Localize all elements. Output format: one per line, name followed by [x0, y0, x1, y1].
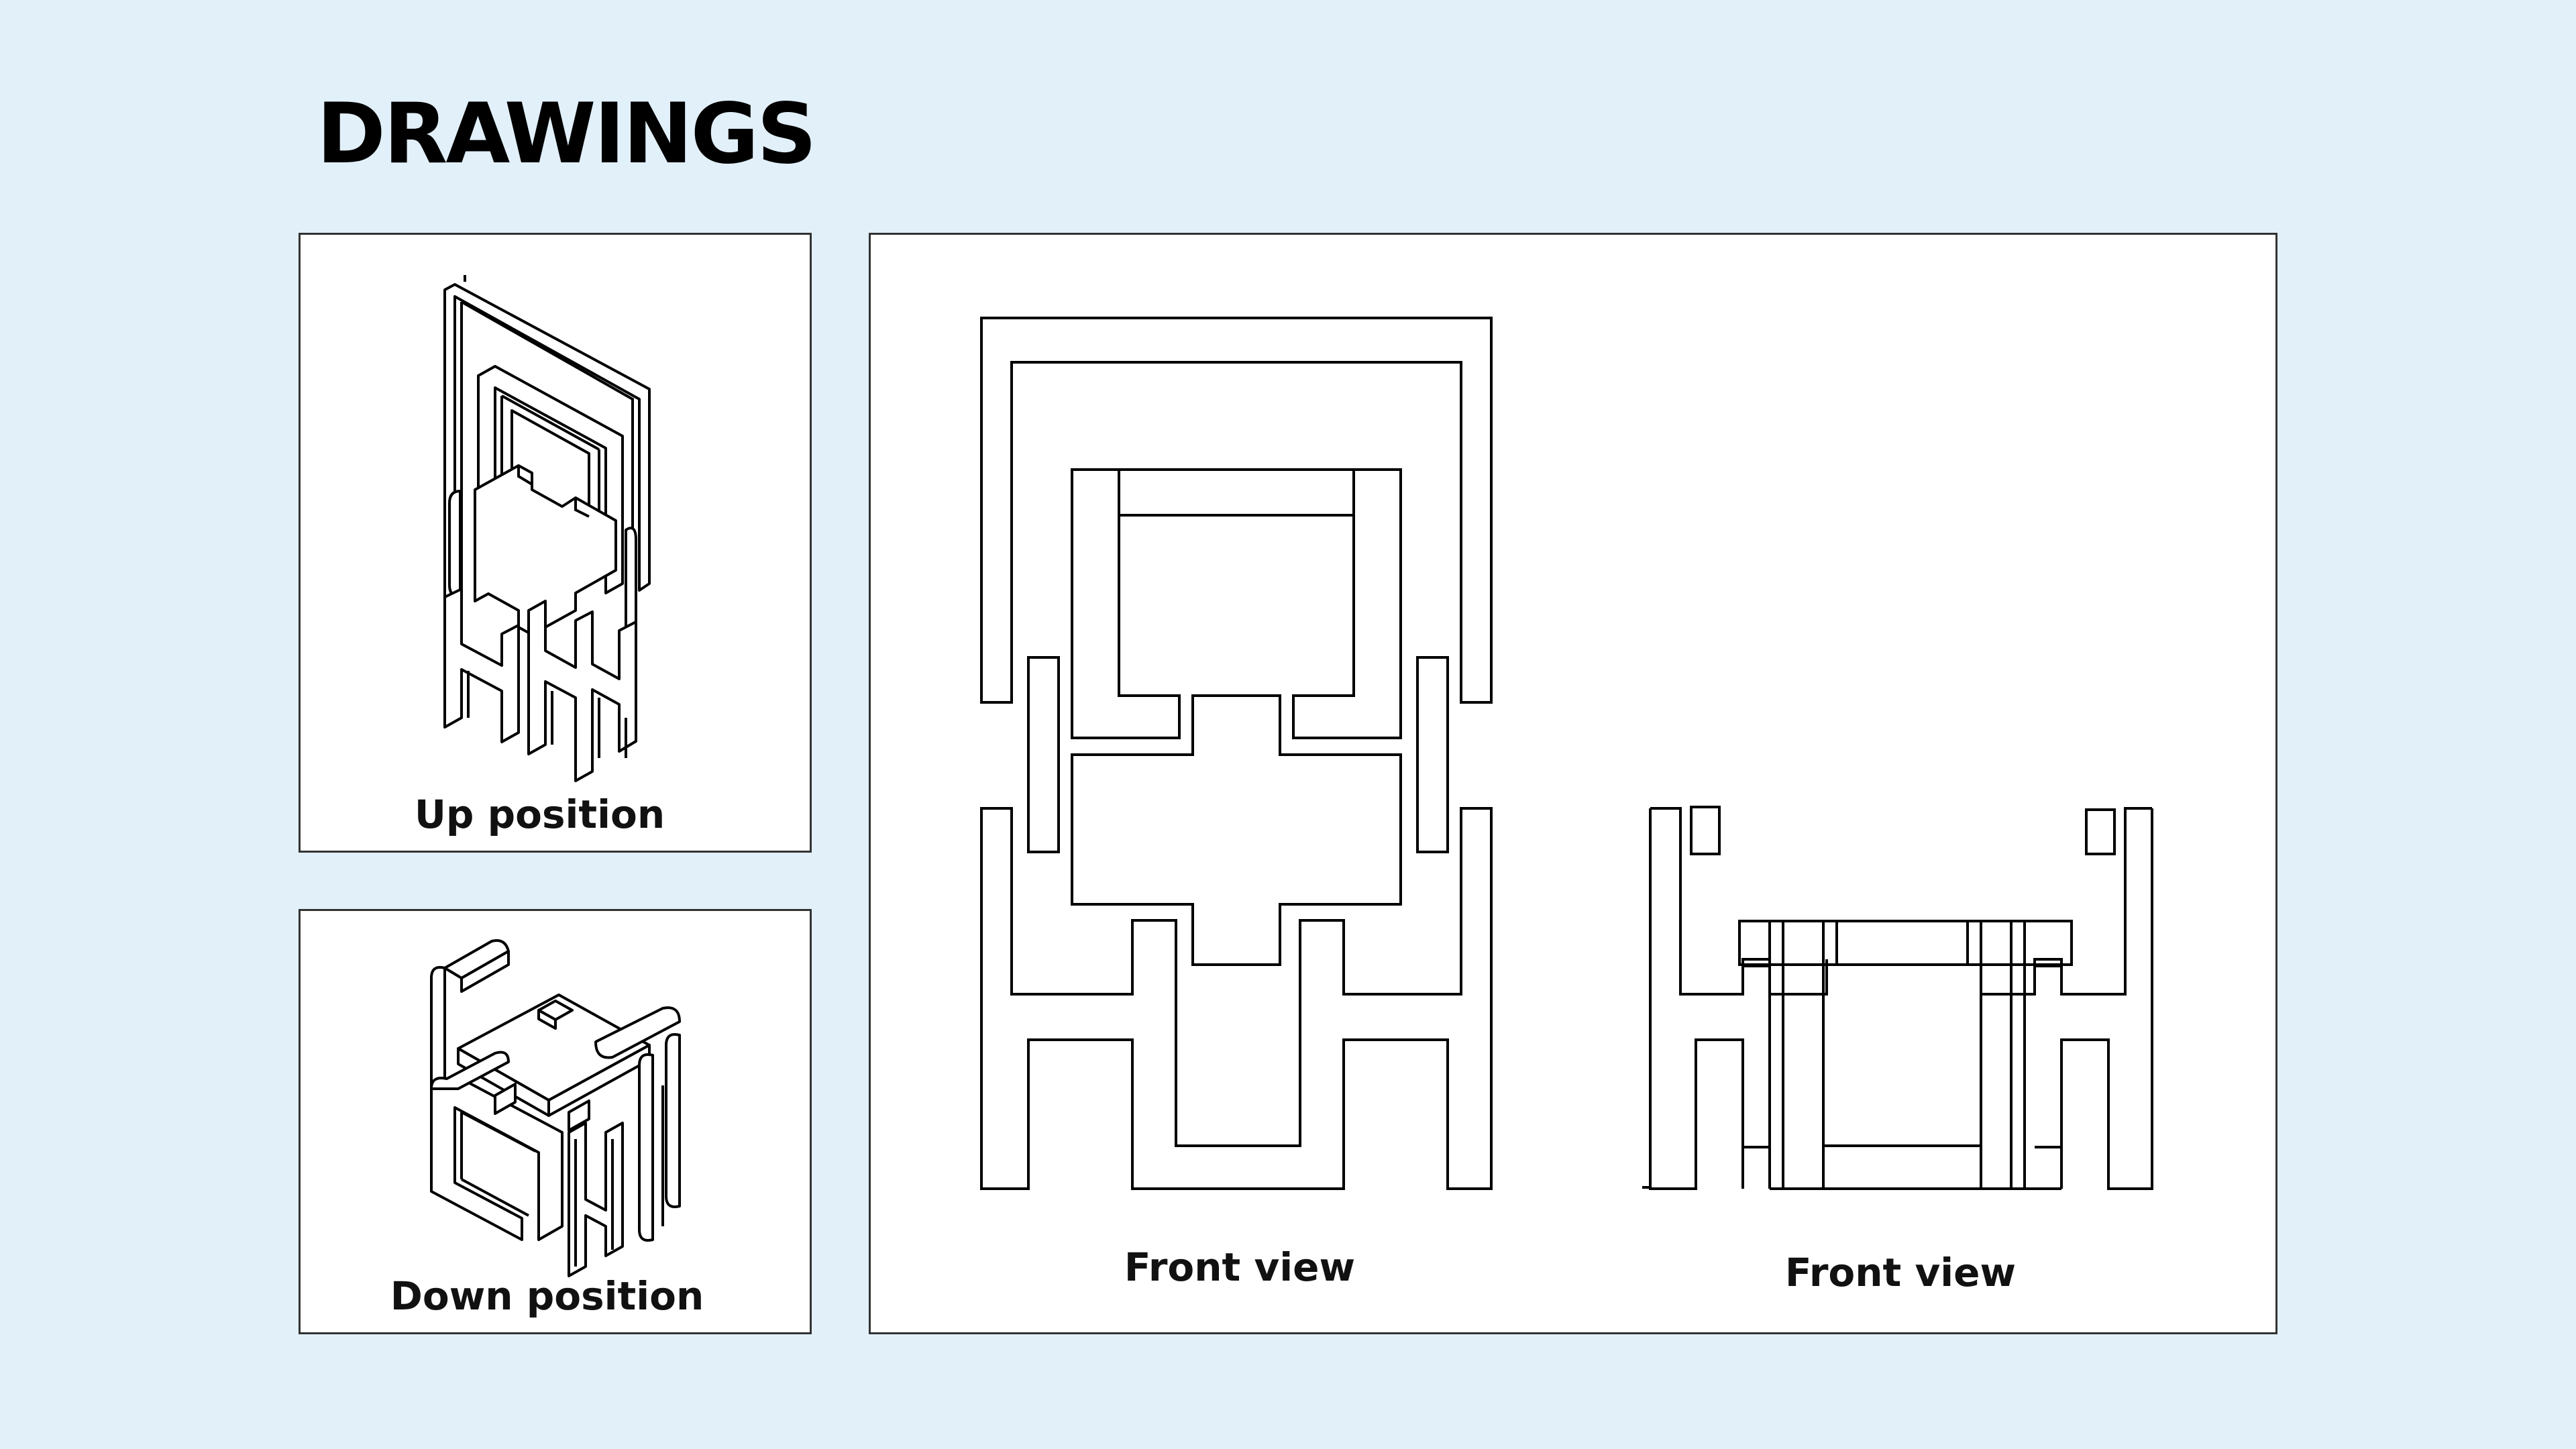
down-position-panel: Down position — [299, 909, 812, 1334]
front-view-left-drawing — [980, 317, 1493, 1190]
front-views-drawing — [980, 317, 2153, 1190]
front-views-panel: Front view Front view — [869, 233, 2277, 1334]
down-position-drawing — [430, 939, 681, 1277]
up-position-drawing — [443, 275, 651, 782]
front-view-right-drawing — [1642, 806, 2153, 1190]
front-view-left-caption: Front view — [1124, 1244, 1356, 1290]
up-position-panel: Up position — [299, 233, 812, 853]
page-title: DRAWINGS — [317, 86, 817, 182]
front-view-right-caption: Front view — [1784, 1250, 2017, 1295]
up-position-caption: Up position — [414, 792, 665, 837]
down-position-caption: Down position — [390, 1273, 704, 1319]
